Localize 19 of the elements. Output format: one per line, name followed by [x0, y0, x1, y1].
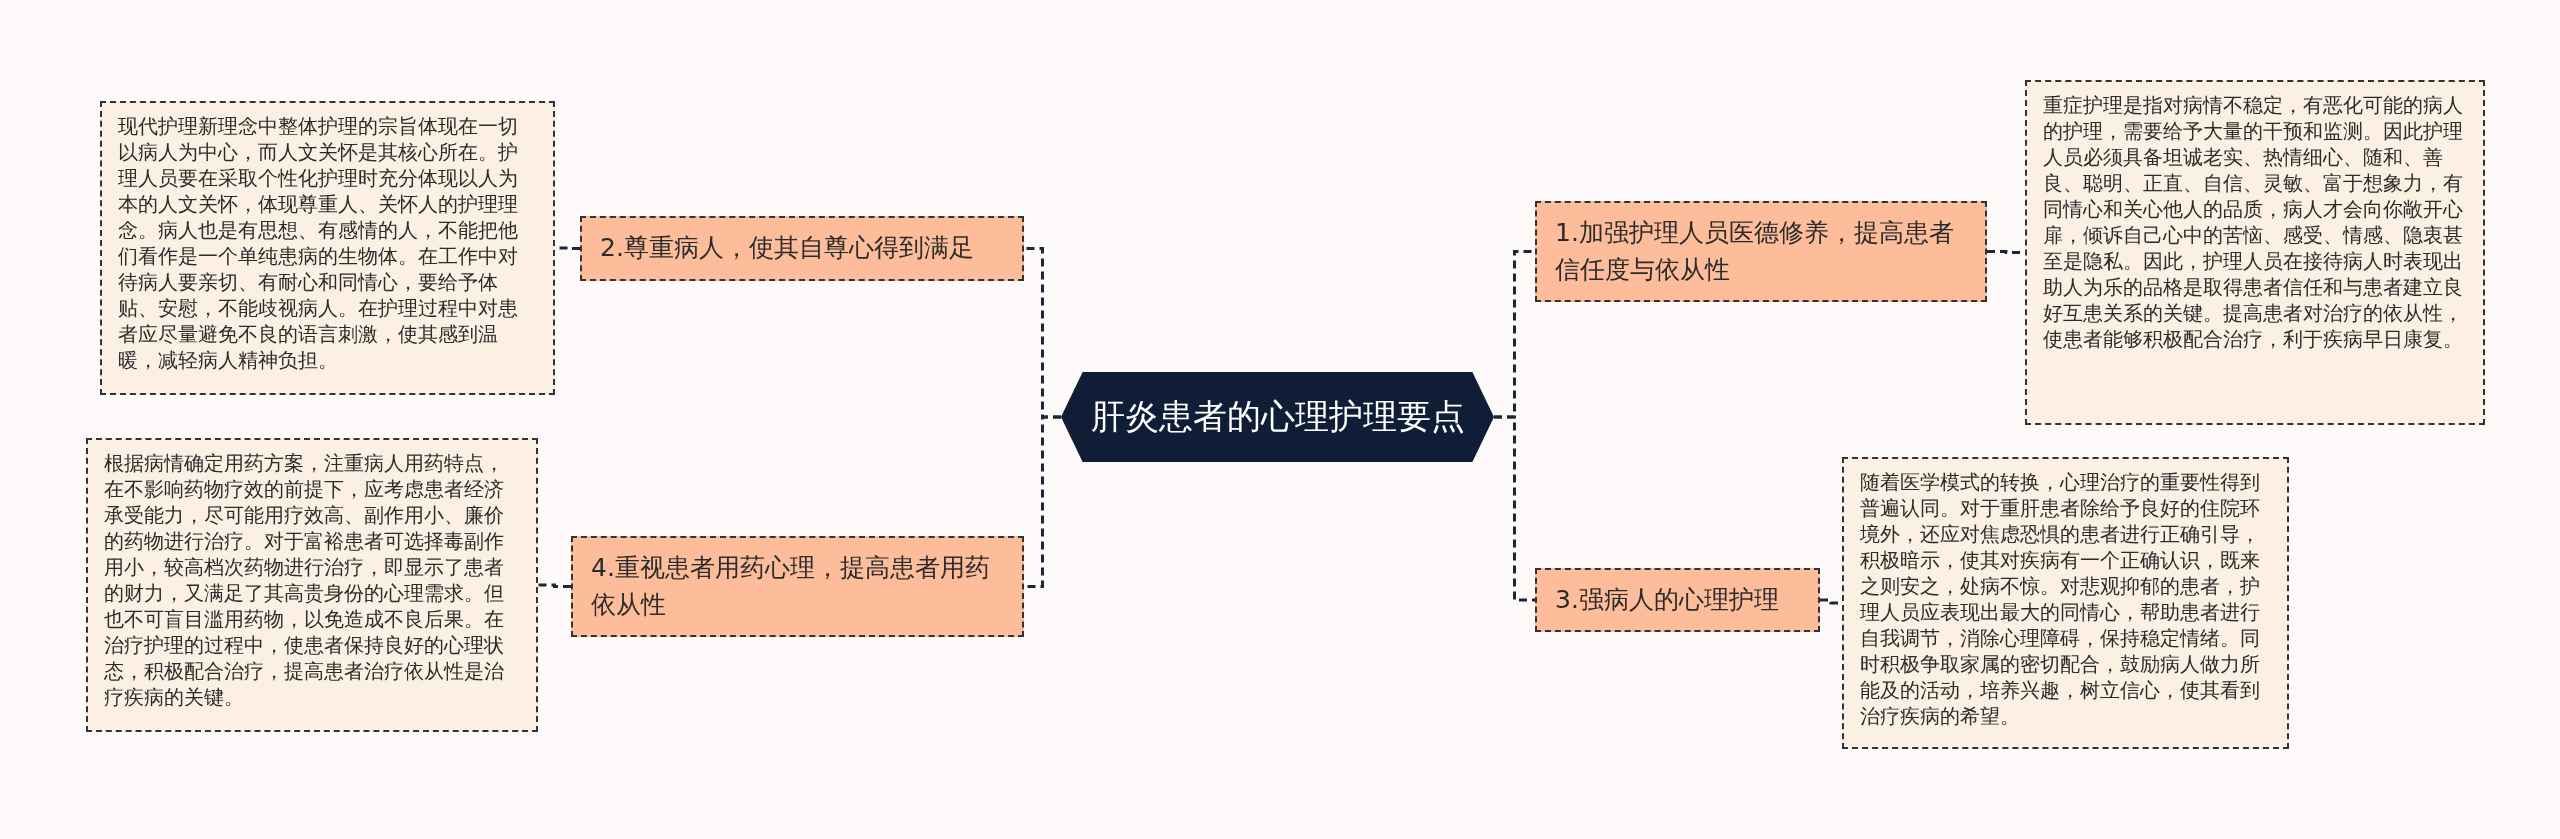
topic-text: 肝炎患者的心理护理要点: [1090, 395, 1465, 438]
topic-box: [1535, 201, 1987, 302]
topic-text: 1.加强护理人员医德修养，提高患者信任度与依从性: [1555, 217, 1955, 286]
note-box: [86, 438, 538, 732]
topic-text: 随着医学模式的转换，心理治疗的重要性得到普遍认同。对于重肝患者除给予良好的住院环境外，还应对焦虑恐惧的患者进行正确引导，积极暗示，使其对疾病有一个正确认识，既来之则安之，处病不惊。对悲观抑郁的患者，护理人员应表现出最大的同情心，帮助患者进行自我调节，消除心理障碍，保持稳定情绪。同时积极争取家属的密切配合，鼓励病人做力所能及的活动，培养兴趣，树立信心，使其看到治疗疾病的希望。: [1860, 469, 2261, 729]
note-box: [2025, 80, 2485, 425]
connector-line: [538, 583, 571, 588]
topic-box: [1535, 568, 1820, 632]
topic-text: 2.尊重病人，使其自尊心得到满足: [600, 232, 974, 265]
topic-box: [580, 216, 1024, 281]
topic-text: 现代护理新理念中整体护理的宗旨体现在一切以病人为中心，而人文关怀是其核心所在。护理人员要在采取个性化护理时充分体现以人为本的人文关怀，体现尊重人、关怀人的护理理念。病人也是有思想、有感情的人，不能把他们看作是一个单纯患病的生物体。在工作中对待病人要亲切、有耐心和同情心，要给予体贴、安慰，不能歧视病人。在护理过程中对患者应尽量避免不良的语言刺激，使其感到温暖，减轻病人精神负担。: [118, 113, 519, 373]
topic-text: 重症护理是指对病情不稳定，有恶化可能的病人的护理，需要给予大量的干预和监测。因此护理人员必须具备坦诚老实、热情细心、随和、善良、聪明、正直、自信、灵敏、富于想象力，有同情心和关心他人的品质，病人才会向你敞开心扉，倾诉自己心中的苦恼、感受、情感、隐衷甚至是隐私。因此，护理人员在接待病人时表现出助人为乐的品格是取得患者信任和与患者建立良好互患关系的关键。提高患者对治疗的依从性，使患者能够积极配合治疗，利于疾病早日康复。: [2043, 92, 2464, 352]
topic-text: 3.强病人的心理护理: [1555, 583, 1779, 616]
topic-text: 4.重视患者用药心理，提高患者用药依从性: [591, 552, 991, 621]
topic-box: [571, 536, 1024, 637]
topic-text: 根据病情确定用药方案，注重病人用药特点，在不影响药物疗效的前提下，应考虑患者经济承受能力，尽可能用疗效高、副作用小、廉价的药物进行治疗。对于富裕患者可选择毒副作用小，较高档次药物进行治疗，即显示了患者的财力，又满足了其高贵身份的心理需求。但也不可盲目滥用药物，以免造成不良后果。在治疗护理的过程中，使患者保持良好的心理状态，积极配合治疗，提高患者治疗依从性是治疗疾病的关键。: [104, 450, 505, 710]
note-box: [100, 101, 555, 395]
connector-line: [1494, 415, 1535, 602]
note-box: [1842, 457, 2289, 749]
